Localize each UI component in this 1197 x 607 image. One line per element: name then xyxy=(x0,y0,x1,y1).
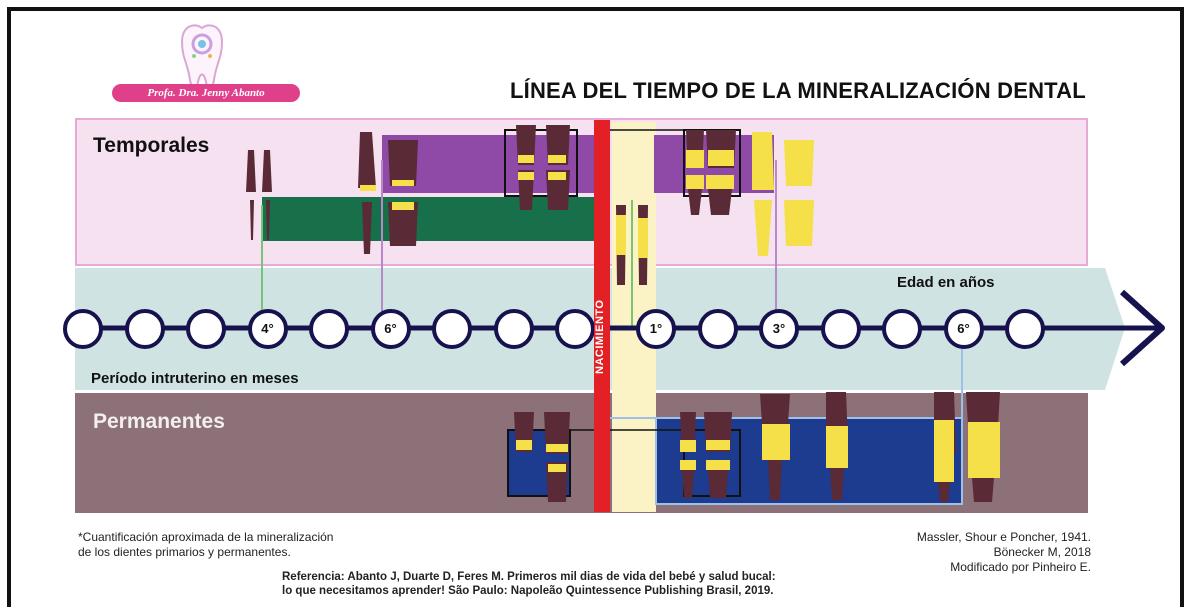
footnote-line1: *Cuantificación aproximada de la mineral… xyxy=(78,530,334,544)
footnote-line2: de los dientes primarios y permanentes. xyxy=(78,545,291,559)
tooth-incisors-4mo xyxy=(246,150,272,240)
diagram-title: LÍNEA DEL TIEMPO DE LA MINERALIZACIÓN DE… xyxy=(510,78,1086,103)
tooth-permanent-prenatal xyxy=(514,412,570,502)
circles_after-circle xyxy=(697,309,738,349)
footnote: *Cuantificación aproximada de la mineral… xyxy=(78,530,333,560)
circles_after-circle: 3° xyxy=(759,309,799,349)
circles_after-circle: 1° xyxy=(636,309,676,349)
periodo-label: Período intruterino en meses xyxy=(91,370,299,387)
circles_after-circle: 6° xyxy=(943,309,984,349)
nacimiento-label: NACIMIENTO xyxy=(594,299,606,375)
circles_before-circle xyxy=(432,309,472,349)
credit-line2: Bönecker M, 2018 xyxy=(993,545,1091,559)
circles_before-circle xyxy=(186,309,226,349)
temporales-label: Temporales xyxy=(93,134,210,157)
circles_after-circle xyxy=(820,309,861,349)
circles_before-circle: 4° xyxy=(247,309,288,349)
timeline-arrowhead xyxy=(1119,289,1165,367)
tooth-canine-6mo xyxy=(358,132,418,254)
permanentes-label: Permanentes xyxy=(93,410,225,433)
circles_before-circle xyxy=(309,309,349,349)
circles_before-circle: 6° xyxy=(370,309,411,349)
reference-line1: Referencia: Abanto J, Duarte D, Feres M.… xyxy=(282,571,776,583)
tooth-permanent-postnatal xyxy=(680,392,1000,502)
nacimiento-bar xyxy=(594,120,610,512)
credits: Massler, Shour e Poncher, 1941. Bönecker… xyxy=(917,530,1091,575)
circles_before-circle xyxy=(555,309,595,349)
reference-line2: lo que necesitamos aprender! São Paulo: … xyxy=(282,585,774,597)
credit-line1: Massler, Shour e Poncher, 1941. xyxy=(916,530,1091,544)
logo-caption: Profa. Dra. Jenny Abanto xyxy=(112,84,300,102)
tooth-postnatal-temporal xyxy=(686,130,814,256)
reference: Referencia: Abanto J, Duarte D, Feres M.… xyxy=(282,570,776,598)
green-bar-prenatal xyxy=(262,197,594,241)
circles_after-circle xyxy=(882,309,922,349)
circles_before-circle xyxy=(124,309,165,349)
edad-label: Edad en años xyxy=(897,274,995,291)
tooth-incisors-birth xyxy=(616,205,648,285)
tooth-molars-prenatal xyxy=(516,125,570,210)
prenatal-bracket xyxy=(504,129,578,197)
circles_before-circle xyxy=(63,309,103,349)
circles_after-circle xyxy=(1005,309,1045,349)
circles_before-circle xyxy=(493,309,534,349)
credit-line3: Modificado por Pinheiro E. xyxy=(950,560,1091,574)
